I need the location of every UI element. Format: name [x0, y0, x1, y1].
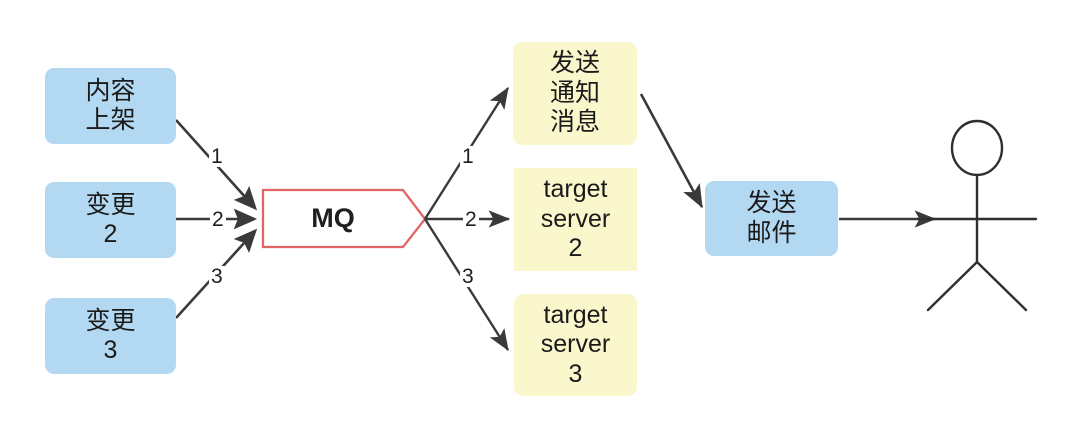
- mq-shape: [261, 188, 427, 249]
- node-source-3-label: 变更 3: [85, 306, 136, 365]
- node-mq-label: MQ: [311, 202, 355, 233]
- edge-label-out-3: 3: [460, 265, 476, 288]
- edge-target1-to-sendmail: [639, 93, 704, 209]
- node-target-1[interactable]: 发送 通知 消息: [513, 42, 637, 145]
- edge-label-in-3: 3: [209, 265, 225, 288]
- node-target-2[interactable]: target server 2: [514, 168, 637, 271]
- actor-head-icon: [950, 119, 1004, 177]
- actor-stick-figure: [916, 119, 1038, 312]
- edge-label-out-1: 1: [460, 145, 476, 168]
- edge-label-in-1: 1: [209, 145, 225, 168]
- edge-label-in-2: 2: [210, 208, 226, 231]
- edge-label-out-2: 2: [463, 208, 479, 231]
- node-source-1-label: 内容 上架: [85, 76, 136, 135]
- node-target-2-label: target server 2: [540, 175, 611, 263]
- node-source-1[interactable]: 内容 上架: [45, 68, 176, 144]
- node-source-3[interactable]: 变更 3: [45, 298, 176, 374]
- node-target-3[interactable]: target server 3: [514, 294, 637, 396]
- node-source-2[interactable]: 变更 2: [45, 182, 176, 258]
- node-source-2-label: 变更 2: [85, 190, 136, 249]
- node-target-3-label: target server 3: [540, 300, 611, 388]
- actor-leg-right-line: [975, 260, 1028, 312]
- node-mq[interactable]: MQ: [263, 190, 403, 247]
- node-target-1-label: 发送 通知 消息: [549, 49, 600, 137]
- node-send-mail[interactable]: 发送 邮件: [705, 181, 838, 256]
- node-send-mail-label: 发送 邮件: [746, 189, 797, 247]
- actor-leg-left-line: [926, 260, 979, 312]
